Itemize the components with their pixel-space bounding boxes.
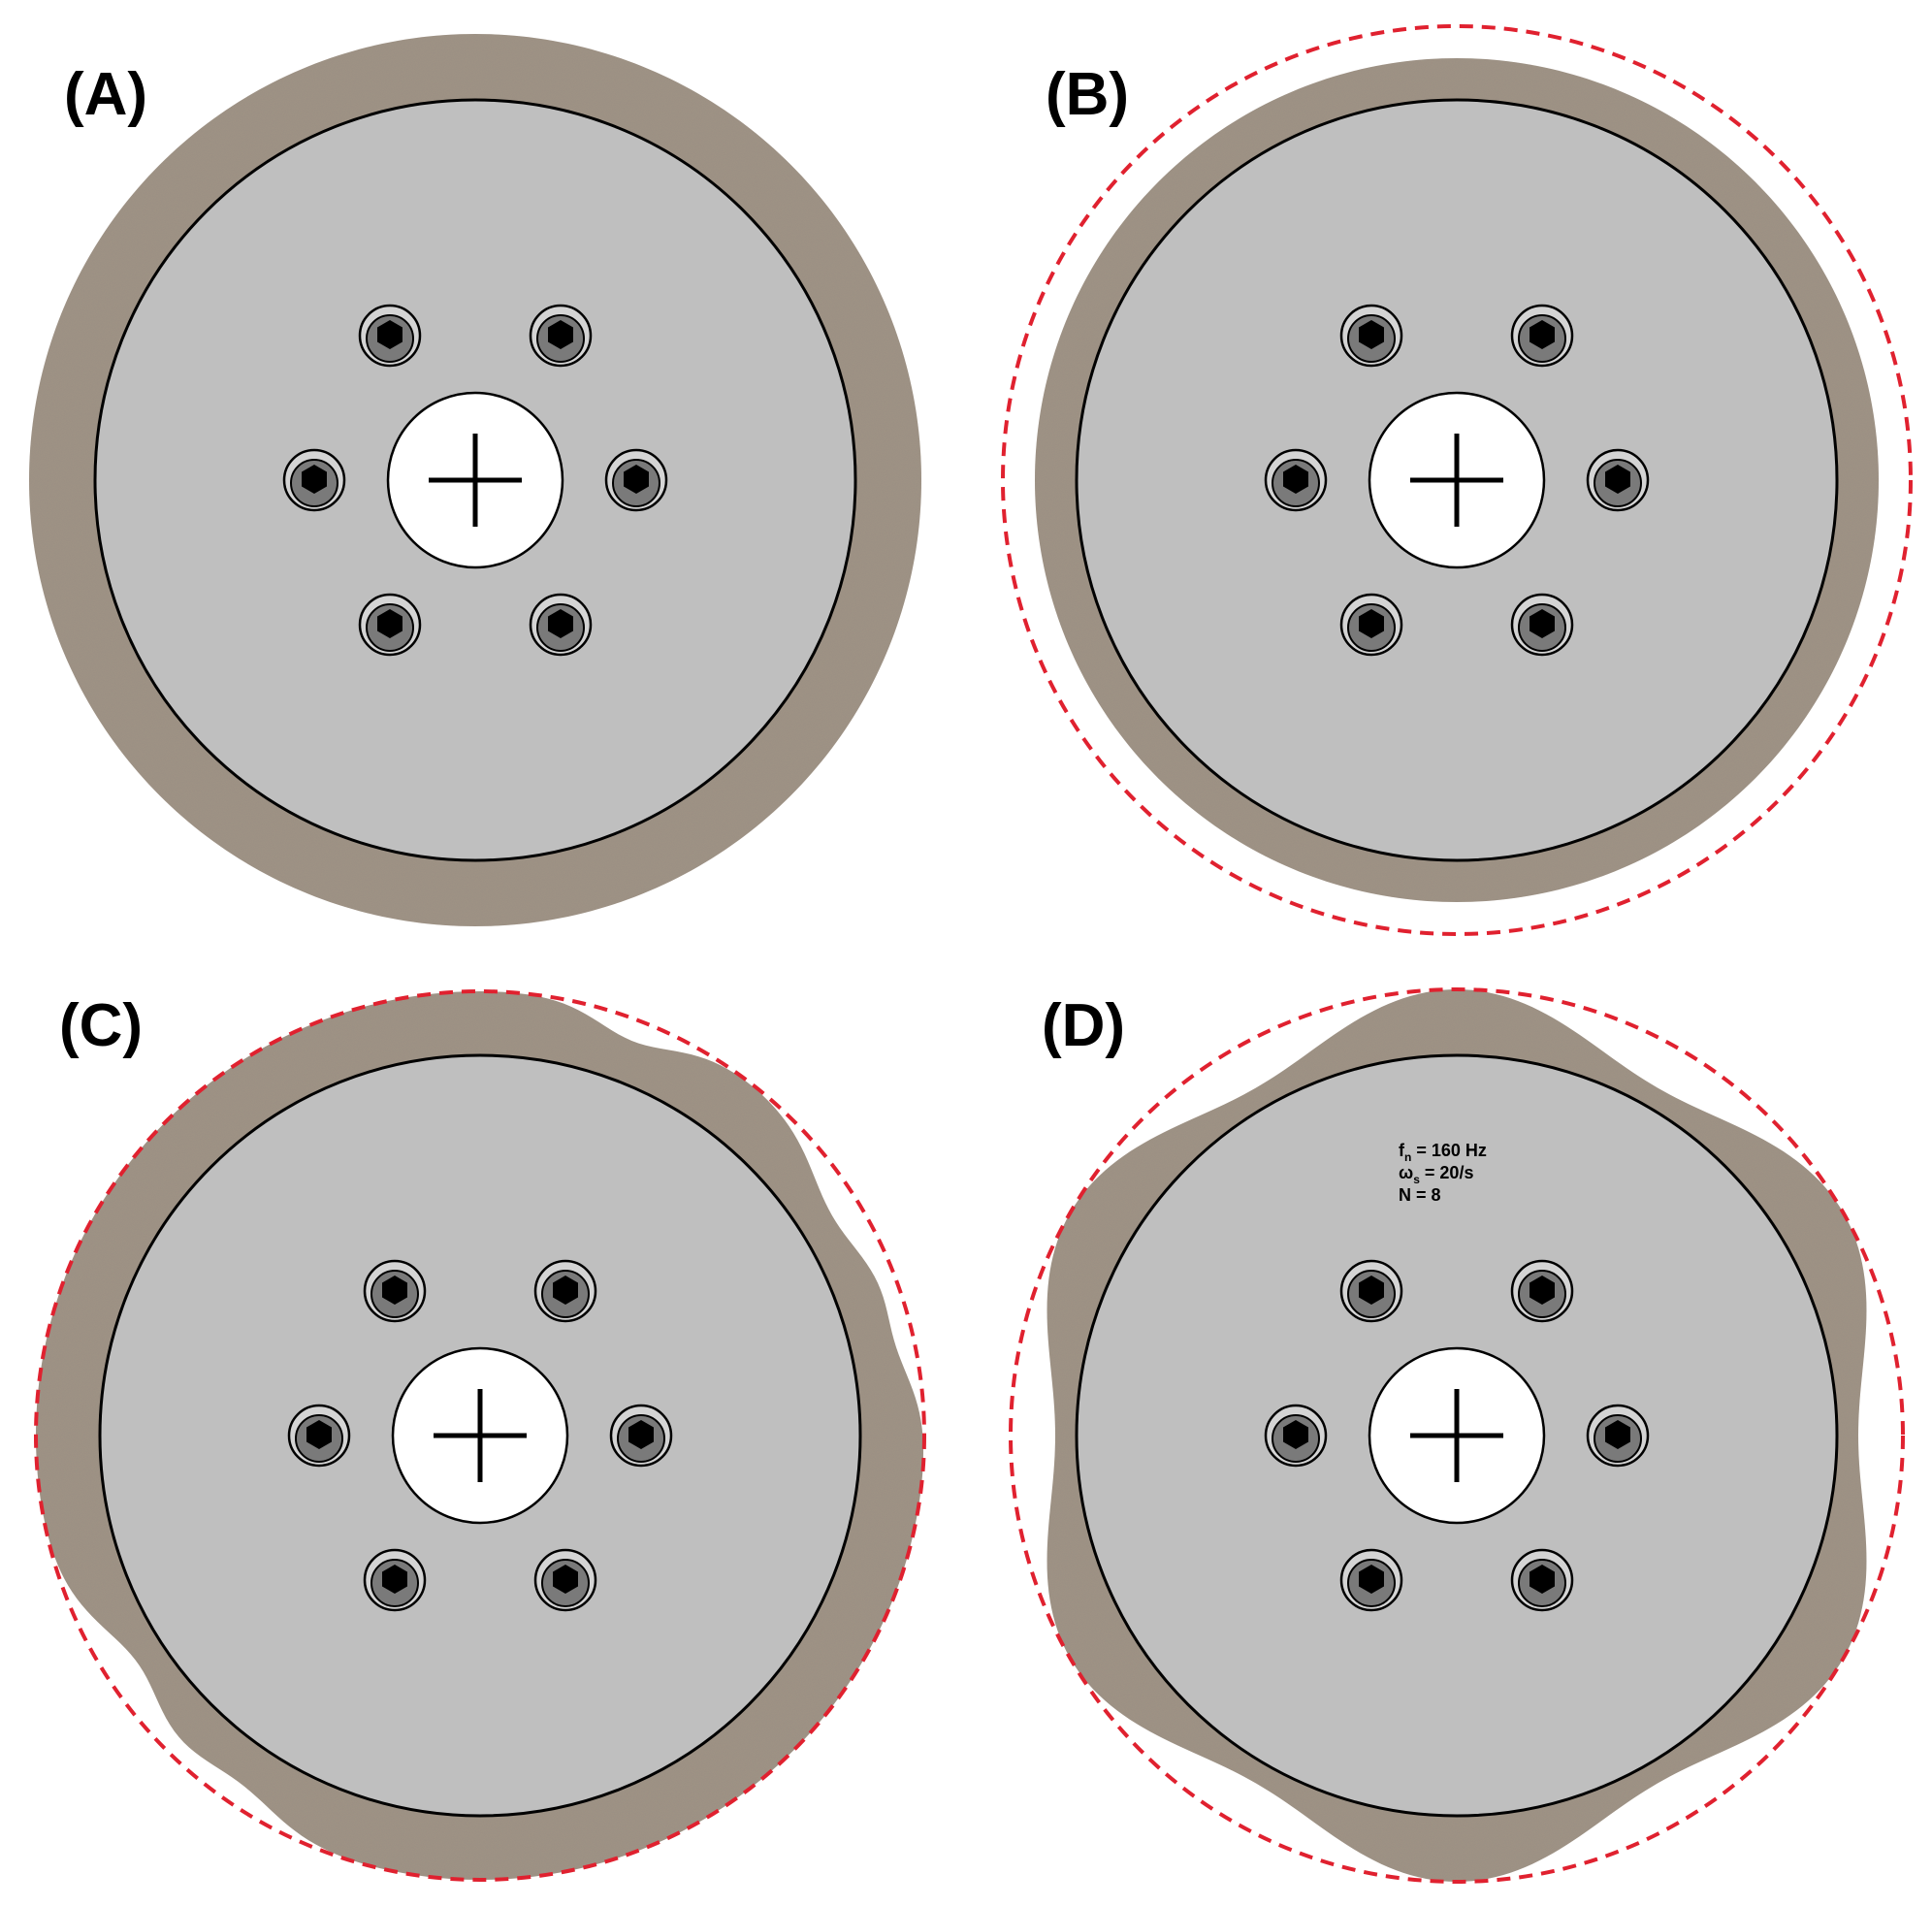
center-bore: [391, 1346, 569, 1525]
bolt-circle: [287, 1259, 673, 1612]
panel-d: (D) fn = 160 Hz ωs = 20/s N = 8: [1009, 987, 1905, 1884]
center-crosshair-icon: [429, 434, 522, 527]
hex-socket-bolt-icon: [604, 448, 668, 512]
hex-socket-bolt-icon: [1586, 1404, 1650, 1468]
reference-outline: [34, 989, 926, 1882]
center-bore: [386, 391, 564, 569]
hex-socket-bolt-icon: [282, 448, 346, 512]
wheel-d: [1009, 987, 1905, 1884]
speed-param: ωs = 20/s: [1399, 1163, 1473, 1186]
hex-socket-bolt-icon: [1586, 448, 1650, 512]
hex-socket-bolt-icon: [1339, 304, 1403, 368]
hex-socket-bolt-icon: [529, 593, 593, 657]
panel-label-b: (B): [1046, 61, 1129, 128]
hex-socket-bolt-icon: [529, 304, 593, 368]
lobe-count-param: N = 8: [1399, 1185, 1441, 1205]
hex-socket-bolt-icon: [1510, 593, 1574, 657]
hex-socket-bolt-icon: [1339, 1548, 1403, 1612]
wheel-c: [34, 989, 926, 1882]
center-crosshair-icon: [434, 1389, 527, 1482]
hex-socket-bolt-icon: [533, 1548, 597, 1612]
panel-label-a: (A): [64, 61, 147, 128]
hex-socket-bolt-icon: [533, 1259, 597, 1323]
hex-socket-bolt-icon: [287, 1404, 351, 1468]
hex-socket-bolt-icon: [363, 1259, 427, 1323]
hex-socket-bolt-icon: [1339, 1259, 1403, 1323]
panel-b: (B): [1001, 24, 1913, 936]
bolt-circle: [282, 304, 668, 657]
panel-label-c: (C): [59, 992, 143, 1059]
hex-socket-bolt-icon: [1339, 593, 1403, 657]
wheel-b: [1001, 24, 1913, 936]
hex-socket-bolt-icon: [1510, 304, 1574, 368]
hex-socket-bolt-icon: [1264, 448, 1328, 512]
hex-socket-bolt-icon: [358, 593, 422, 657]
panel-a: (A): [29, 34, 921, 926]
panel-label-d: (D): [1042, 992, 1125, 1059]
center-crosshair-icon: [1410, 434, 1503, 527]
center-bore: [1368, 391, 1546, 569]
bolt-circle: [1264, 304, 1650, 657]
hex-socket-bolt-icon: [1510, 1259, 1574, 1323]
hex-socket-bolt-icon: [609, 1404, 673, 1468]
reference-outline: [1001, 24, 1913, 936]
panel-c: (C): [34, 989, 926, 1882]
hex-socket-bolt-icon: [358, 304, 422, 368]
wheel-a: [29, 34, 921, 926]
reference-outline: [1009, 987, 1905, 1884]
hex-socket-bolt-icon: [1510, 1548, 1574, 1612]
center-crosshair-icon: [1410, 1389, 1503, 1482]
hex-socket-bolt-icon: [363, 1548, 427, 1612]
frequency-param: fn = 160 Hz: [1399, 1141, 1487, 1164]
hex-socket-bolt-icon: [1264, 1404, 1328, 1468]
bolt-circle: [1264, 1259, 1650, 1612]
center-bore: [1368, 1346, 1546, 1525]
parameter-annotation: fn = 160 Hz ωs = 20/s N = 8: [1399, 1141, 1487, 1205]
